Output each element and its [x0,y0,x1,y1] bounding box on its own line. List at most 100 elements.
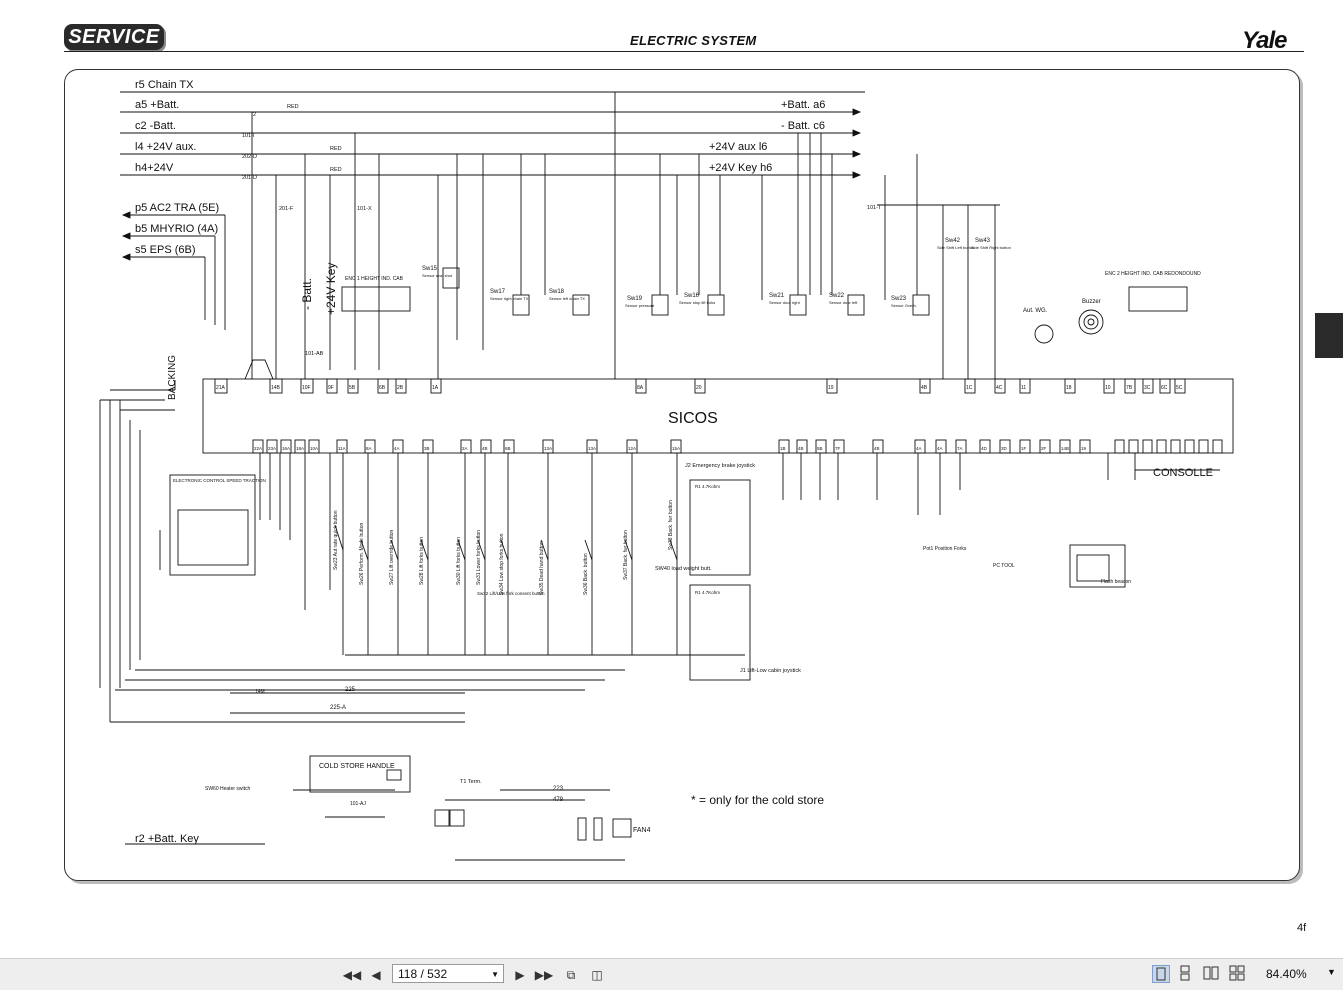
pin-label: 4A [937,446,943,451]
backing-label: BACKING [167,355,178,400]
viewer-toolbar: ◀◀ ◀ 118 / 532 ▼ ▶ ▶▶ ⧉ ◫ 84.40% ▼ [0,958,1343,990]
enc1-label: ENC 1 HEIGHT IND. CAB [345,276,404,282]
cold-store-handle-label: COLD STORE HANDLE [319,763,395,770]
button-label: Sw30 Lift forks button [456,537,462,585]
last-page-icon[interactable]: ▶▶ [534,968,554,982]
sensor-label-sw16: Sw16 [684,293,700,299]
fit-page-icon[interactable]: ⧉ [566,967,576,982]
sensor-desc: Sensor door right [769,300,801,305]
pin-label: 18 [1066,385,1072,391]
resistor-label: R1 4.7Kohm [695,590,720,595]
pin-label: 9F [328,385,334,391]
first-page-icon[interactable]: ◀◀ [342,968,362,982]
side-index-tab [1315,313,1343,358]
pin-label: 22A [254,446,262,451]
header-rule [64,51,1304,52]
output-label-p5: p5 AC2 TRA (5E) [135,202,219,214]
button-label: Sw32 Lift/Low fork consent button [477,591,545,596]
page-number-value: 118 / 532 [398,967,448,981]
two-page-continuous-icon[interactable] [1229,965,1247,983]
t1-label: T1 Term. [460,779,482,785]
sensor-desc: Side Shift Left button [937,245,974,250]
line-label-h6: +24V Key h6 [709,162,772,174]
output-label-s5: s5 EPS (6B) [135,244,196,256]
pin-label: 19 [1081,446,1087,451]
pin-label: 16A [282,446,290,451]
pin-label: 13A [544,446,552,451]
plus-key-label: +24V Key [324,263,338,315]
sensor-label-sw23: Sw23 [891,296,907,302]
pin-label: 1B [780,446,786,451]
page-header: SERVICE ELECTRIC SYSTEM Yale [0,0,1343,60]
pin-label: 14B [1061,446,1069,451]
pot-label: Pot1 Position Forks [923,546,967,552]
line-label-c2: c2 -Batt. [135,120,176,132]
sensor-desc: Sensor right chain TX [490,296,529,301]
cold-store-note: * = only for the cold store [691,793,824,807]
pin-label: 11A [338,446,346,451]
next-page-icon[interactable]: ▶ [515,968,525,982]
wire-label: 225-A [330,705,346,711]
page-number-field[interactable]: 118 / 532 ▼ [392,964,504,983]
pin-label: 4A [394,446,400,451]
button-label: Sw26 Perform. Mode button [359,523,365,585]
pin-label: 4A [916,446,922,451]
page-title: ELECTRIC SYSTEM [630,33,757,48]
fit-width-icon[interactable]: ◫ [591,968,603,982]
sensor-desc: Sensor Overh. [891,303,917,308]
two-page-icon[interactable] [1203,965,1221,983]
line-label-l6: +24V aux l6 [709,141,767,153]
pin-label: 23A [268,446,276,451]
wire-label: RED [287,104,299,110]
sensor-label-sw15: Sw15 [422,266,438,272]
j2-label: J2 Emergency brake joystick [685,463,755,469]
sensor-desc: Sensor door left [829,300,858,305]
pin-label: 3C [1144,385,1151,391]
sensor-label-sw19: Sw19 [627,296,643,302]
button-label: Sw23 Aut rate quick button [333,510,339,570]
pin-label: 6B [505,446,511,451]
pin-label: 4B [798,446,804,451]
pin-label: 15A [672,446,680,451]
pin-label: 4D [981,446,988,451]
sensor-desc: Sensor pressure [625,303,655,308]
button-label: Sw38 Back. fwr button [668,500,674,550]
pin-label: 13A [588,446,596,451]
line-label-a6: +Batt. a6 [781,99,825,111]
sensor-desc: Sensor stop lift forks [679,300,715,305]
fan-label: FAN4 [633,827,651,834]
pin-label: 3B [424,446,430,451]
pin-label: 8A [637,385,644,391]
wire-label: 101-AJ [350,801,366,807]
chevron-down-icon[interactable]: ▼ [1327,967,1336,977]
single-page-icon[interactable] [1152,965,1170,983]
output-label-b5: b5 MHYRIO (4A) [135,223,218,235]
pin-label: 10A [310,446,318,451]
zoom-level[interactable]: 84.40% [1266,967,1307,981]
wire-label: 225 [345,687,356,693]
pin-label: 6C [1161,385,1168,391]
console-label: CONSOLLE [1153,467,1213,479]
button-label: Sw34 Low stop forks button [499,533,505,595]
sensor-label-sw21: Sw21 [769,293,785,299]
wire-label: 101-AB [305,351,324,357]
wire-label: RED [330,167,342,173]
sensor-label-sw18: Sw18 [549,289,565,295]
sensor-label-sw22: Sw22 [829,293,845,299]
pin-label: 20 [696,385,702,391]
sensor-desc: Sensor left chain TX [549,296,585,301]
line-label-r5: r5 Chain TX [135,79,194,91]
wire-label: RED [330,146,342,152]
prev-page-icon[interactable]: ◀ [371,968,381,982]
pin-label: 2B [397,385,404,391]
sensor-label-sw17: Sw17 [490,289,506,295]
pin-label: 12A [628,446,636,451]
pin-label: 3D [1001,446,1008,451]
continuous-icon[interactable] [1177,965,1195,983]
electric-schematic: r5 Chain TX a5 +Batt. c2 -Batt. l4 +24V … [99,79,1234,861]
wire-label: 201-F [279,206,294,212]
line-label-c6: - Batt. c6 [781,120,825,132]
pin-label: 1A [432,385,439,391]
sensor-desc: Sensor seat shot [422,273,453,278]
pin-label: 14B [271,385,281,391]
